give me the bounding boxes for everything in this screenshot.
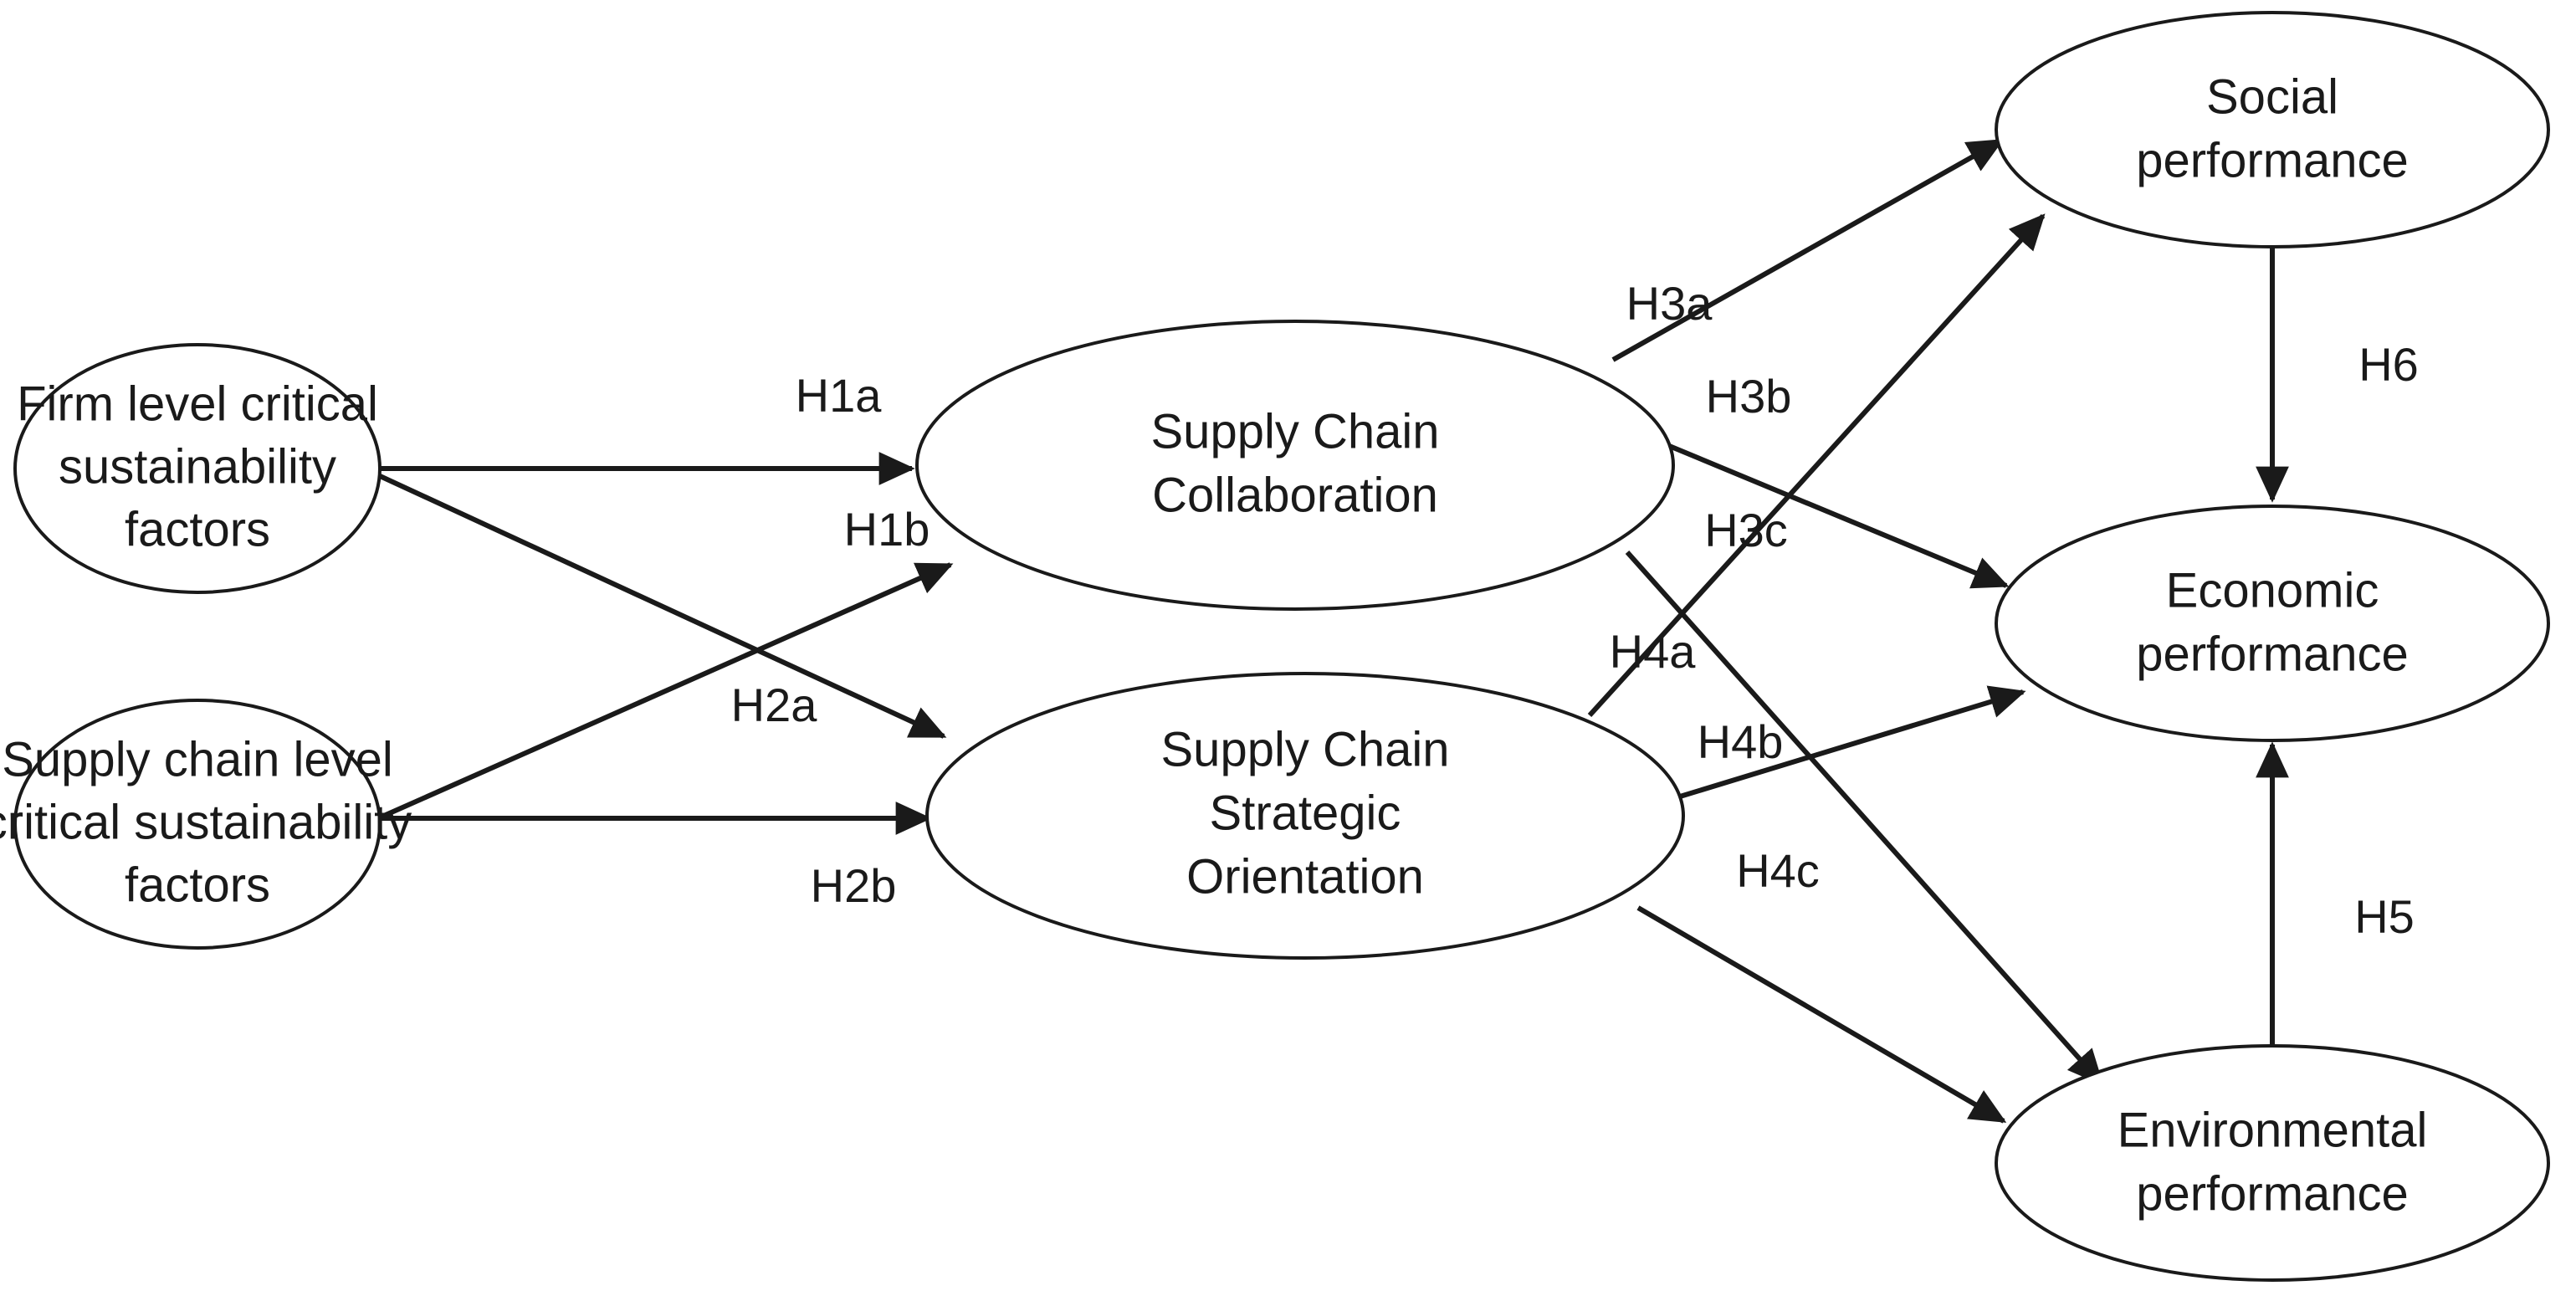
ellipse-shape [13,699,382,950]
ellipse-shape [915,320,1675,611]
node-label-line-2: critical sustainability [0,795,412,849]
node-label-line-3: factors [125,502,270,556]
node-label-line-1: Firm level critical [17,377,378,431]
edge-label-h4a: H4a [1610,625,1697,678]
node-firm-level-factors[interactable]: Firm level critical sustainability facto… [13,343,382,594]
ellipse-shape [13,343,382,594]
edge-h2a[interactable] [376,562,954,821]
edge-labels-layer: H1a H1b H2a H2b H3a H3b H3c H4a H4b H4c … [731,277,2419,943]
node-label-line-1: Environmental [2118,1103,2428,1157]
node-economic-performance[interactable]: Economic performance [1995,505,2550,742]
node-label-line-2: performance [2136,627,2409,681]
node-label-line-2: performance [2136,1166,2409,1221]
node-social-performance[interactable]: Social performance [1995,11,2550,248]
node-label-line-3: Orientation [1186,849,1424,904]
node-label-line-1: Supply Chain [1161,722,1450,776]
node-supply-chain-collaboration[interactable]: Supply Chain Collaboration [915,320,1675,611]
edge-label-h4c: H4c [1736,844,1820,897]
node-label-line-1: Supply chain level [2,732,393,786]
node-label-line-1: Social [2206,69,2338,124]
ellipse-shape [925,672,1685,960]
edge-h3b[interactable] [1662,441,2010,589]
node-label-line-2: performance [2136,133,2409,187]
node-label-line-2: Collaboration [1152,468,1438,522]
edge-h4c[interactable] [1636,905,2007,1124]
node-environmental-performance[interactable]: Environmental performance [1995,1044,2550,1282]
ellipse-shape [1995,505,2550,742]
edge-label-h1b: H1b [844,503,930,556]
edge-h3a[interactable] [1611,138,2005,362]
edge-h1b[interactable] [376,473,947,739]
edges-layer [376,138,2289,1124]
node-label-line-3: factors [125,858,270,912]
edge-label-h2a: H2a [731,679,818,731]
ellipse-shape [1995,1044,2550,1282]
nodes-layer: Firm level critical sustainability facto… [0,11,2550,1282]
edge-label-h3b: H3b [1706,370,1792,423]
edge-label-h3c: H3c [1704,504,1788,556]
node-supply-chain-strategic-orientation[interactable]: Supply Chain Strategic Orientation [925,672,1685,960]
edge-label-h4b: H4b [1698,715,1784,768]
ellipse-shape [1995,11,2550,248]
edge-label-h2b: H2b [811,859,897,912]
node-label-line-2: sustainability [59,439,336,494]
edge-h4b[interactable] [1679,685,2026,799]
edge-label-h6: H6 [2358,338,2419,391]
edge-h3c[interactable] [1625,551,2104,1086]
edge-label-h3a: H3a [1626,277,1713,330]
edge-label-h1a: H1a [796,369,883,422]
node-label-line-1: Economic [2166,563,2379,617]
edge-label-h5: H5 [2354,890,2415,943]
node-label-line-1: Supply Chain [1151,404,1440,458]
node-label-line-2: Strategic [1210,786,1401,840]
node-supply-chain-level-factors[interactable]: Supply chain level critical sustainabili… [0,699,412,950]
edge-h4a[interactable] [1587,213,2046,718]
